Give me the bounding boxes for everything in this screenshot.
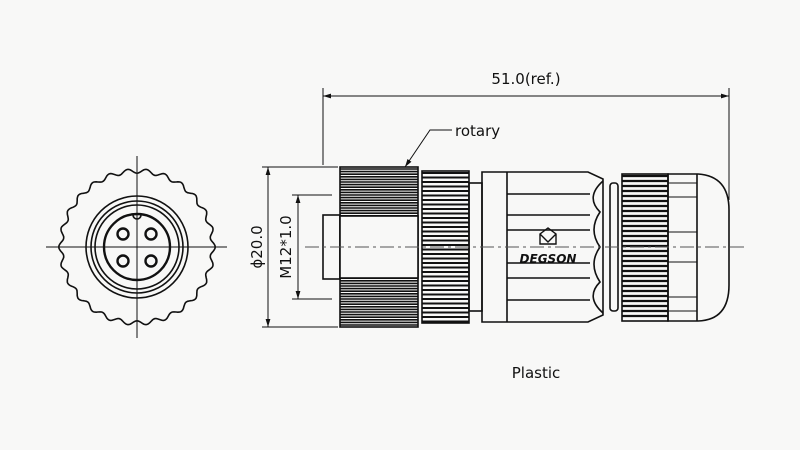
material-label: Plastic [512,364,561,382]
diameter-label: ϕ20.0 [248,225,266,268]
rotary-leader [404,129,452,168]
dimensions: 51.0(ref.) ϕ20.0 M12*1.0 rotary Plastic [248,70,730,382]
overall-length-label: 51.0(ref.) [491,70,560,88]
contact-pins [116,227,158,268]
side-view: DEGSON [305,166,745,328]
degson-logo: DEGSON [520,227,577,266]
front-view [46,156,227,338]
thread-label: M12*1.0 [277,215,295,278]
end-cap [667,173,730,322]
body [481,171,604,323]
svg-text:DEGSON: DEGSON [520,252,577,266]
rotary-callout: rotary [455,122,500,140]
